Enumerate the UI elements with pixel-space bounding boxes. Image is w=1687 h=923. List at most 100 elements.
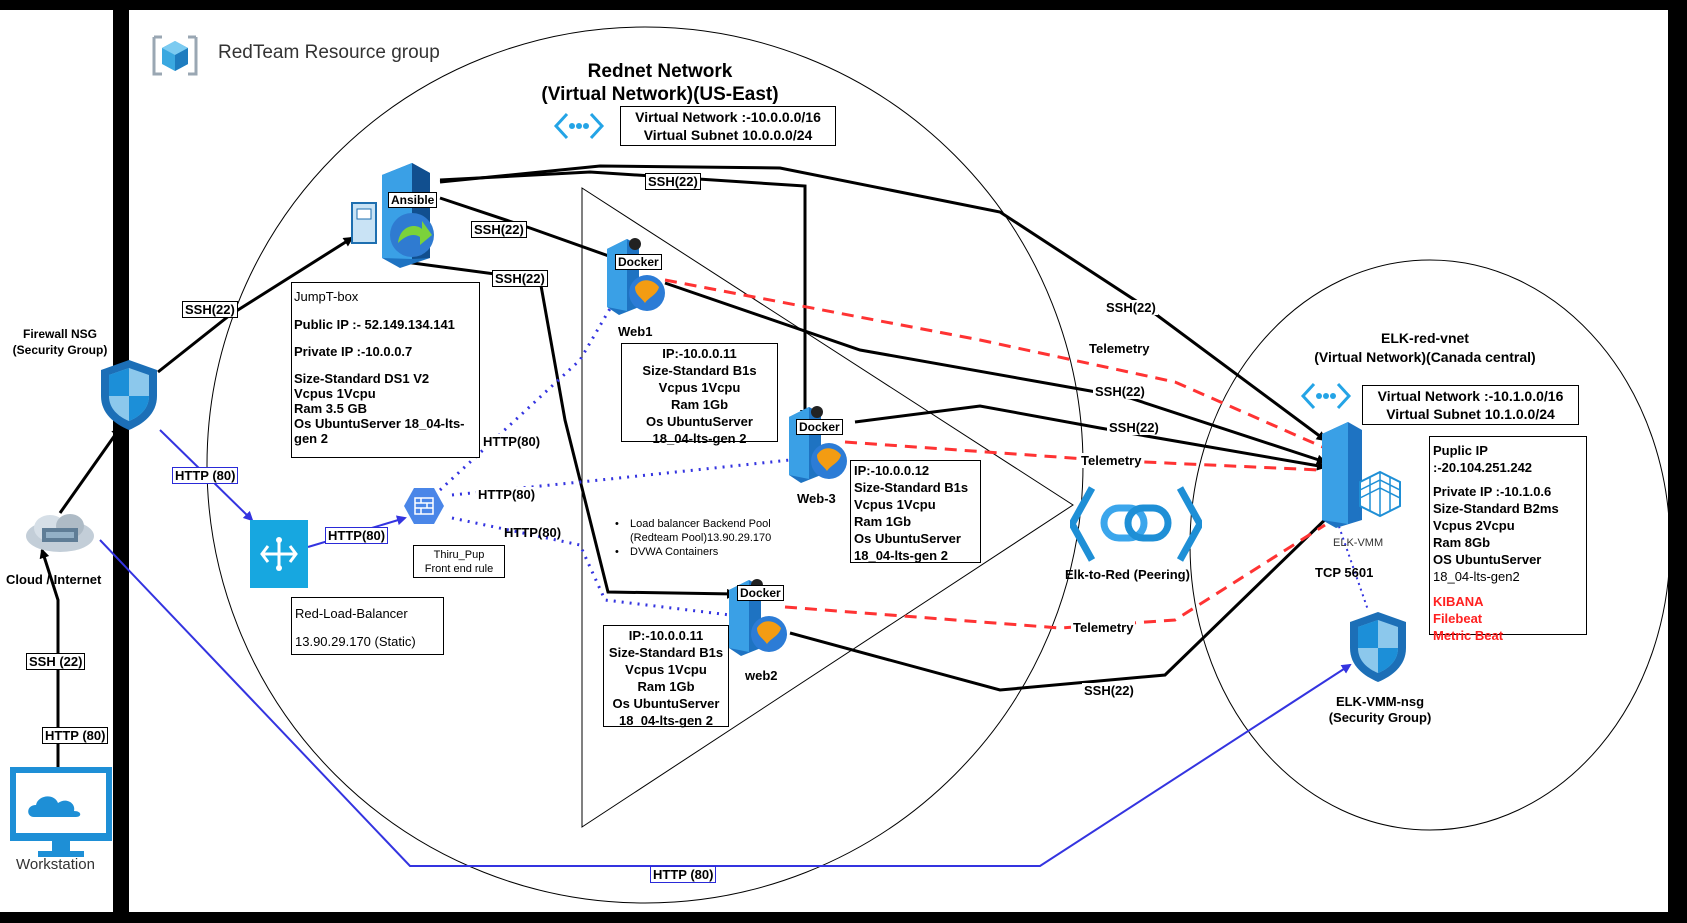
label-telemetry-web2: Telemetry <box>1071 620 1136 635</box>
frame-bottom <box>0 912 1687 923</box>
web3-os-line2: 18_04-lts-gen 2 <box>854 548 948 563</box>
link-web3-elk <box>854 404 1327 471</box>
web3-name: Web-3 <box>797 491 836 506</box>
web2-docker-tag: Docker <box>737 585 784 601</box>
jumpbox-os-line1: Os UbuntuServer 18_04-lts- <box>294 416 465 431</box>
frame-left <box>113 0 129 923</box>
label-ssh-web3-elk: SSH(22) <box>1107 420 1161 435</box>
telemetry-web3 <box>844 440 1321 472</box>
elk-nsg-dotted <box>1334 514 1369 611</box>
label-ssh-ansible-web2: SSH(22) <box>492 270 548 287</box>
label-http-lb-web3: HTTP(80) <box>476 487 538 502</box>
web2-ram: Ram 1Gb <box>637 679 695 694</box>
link-web1-elk <box>664 281 1327 465</box>
web1-vcpus: Vcpus 1Vcpu <box>658 380 741 395</box>
front-end-rule-label: Thiru_Pup Front end rule <box>413 545 505 578</box>
backend-pool-triangle <box>581 187 1074 828</box>
jumpbox-public-ip: Public IP :- 52.149.134.141 <box>294 317 455 332</box>
link-web2-elk <box>789 508 1337 692</box>
web1-ram: Ram 1Gb <box>670 397 729 412</box>
label-ssh-ansible-web3: SSH(22) <box>645 173 701 190</box>
bullet-icon: • <box>615 546 619 558</box>
vnet-icon-elk <box>1300 380 1352 412</box>
load-balancer-ip: 13.90.29.170 (Static) <box>295 634 416 649</box>
label-http-workstation: HTTP (80) <box>42 727 109 744</box>
web3-details: IP:-10.0.0.12 Size-Standard B1s Vcpus 1V… <box>850 460 981 563</box>
frame-top <box>0 0 1687 10</box>
link-cloud-firewall <box>58 426 122 514</box>
pool-notes: • Load balancer Backend Pool (Redteam Po… <box>615 517 771 559</box>
elk-size: Size-Standard B2ms <box>1433 501 1559 516</box>
label-ssh-cloud: SSH (22) <box>26 653 86 670</box>
label-http-lb-web2: HTTP(80) <box>504 525 562 540</box>
firewall-label-line2: (Security Group) <box>12 343 108 357</box>
web1-os-line1: Os UbuntuServer <box>646 414 753 429</box>
web2-os-line1: Os UbuntuServer <box>612 696 720 711</box>
web3-ip: IP:-10.0.0.12 <box>854 463 930 478</box>
link-ansible-elk <box>439 164 1327 442</box>
web3-server-icon <box>787 405 849 483</box>
jumpbox-private-ip: Private IP :-10.0.0.7 <box>294 344 413 359</box>
jumpbox-vcpus: Vcpus 1Vcpu <box>294 386 376 401</box>
peering-label: Elk-to-Red (Peering) <box>1065 567 1190 582</box>
elk-nsg-label: ELK-VMM-nsg (Security Group) <box>1310 694 1450 726</box>
elk-vm-name: ELK-VMM <box>1333 537 1384 549</box>
jumpbox-title: JumpT-box <box>294 289 359 304</box>
elk-app-metricbeat: Metric Beat <box>1433 628 1504 643</box>
label-http-cloud-elk: HTTP (80) <box>650 866 717 883</box>
pool-note-item1-line1: Load balancer Backend Pool <box>630 518 771 530</box>
resource-group-icon <box>150 33 200 78</box>
elk-subnet: Virtual Subnet 10.1.0.0/24 <box>1386 406 1555 422</box>
elk-vnet: Virtual Network :-10.1.0.0/16 <box>1377 388 1564 404</box>
web3-docker-tag: Docker <box>796 419 843 435</box>
label-ssh-web1-elk: SSH(22) <box>1093 384 1147 399</box>
firewall-rule-icon <box>403 487 445 525</box>
elk-os-line1: OS UbuntuServer <box>1433 552 1542 567</box>
rednet-address-box: Virtual Network :-10.0.0.0/16 Virtual Su… <box>620 106 836 146</box>
elk-app-kibana: KIBANA <box>1433 594 1484 609</box>
elk-vcpus: Vcpus 2Vcpu <box>1433 518 1515 533</box>
web3-ram: Ram 1Gb <box>854 514 912 529</box>
web3-vcpus: Vcpus 1Vcpu <box>854 497 936 512</box>
elk-private-ip: Private IP :-10.1.0.6 <box>1433 484 1552 499</box>
web1-docker-tag: Docker <box>615 254 662 270</box>
elk-vm-icon <box>1320 420 1402 528</box>
web3-os-line1: Os UbuntuServer <box>854 531 961 546</box>
elk-public-ip: Puplic IP :-20.104.251.242 <box>1433 443 1533 475</box>
web1-size: Size-Standard B1s <box>642 363 757 378</box>
web1-os-line2: 18_04-lts-gen 2 <box>652 431 747 446</box>
web2-os-line2: 18_04-lts-gen 2 <box>619 713 713 728</box>
elk-nsg-line1: ELK-VMM-nsg <box>1335 694 1425 709</box>
jumpbox-details: JumpT-box Public IP :- 52.149.134.141 Pr… <box>291 282 480 458</box>
jumpbox-ram: Ram 3.5 GB <box>294 401 367 416</box>
web2-vcpus: Vcpus 1Vcpu <box>625 662 707 677</box>
jumpbox-os-line2: gen 2 <box>294 431 328 446</box>
label-telemetry-web1: Telemetry <box>1087 341 1152 356</box>
label-ssh-ansible-web1: SSH(22) <box>471 221 527 238</box>
workstation-icon <box>10 767 112 862</box>
elk-nsg-line2: (Security Group) <box>1328 710 1432 725</box>
rednet-title: Rednet Network (Virtual Network)(US-East… <box>510 60 810 106</box>
front-end-rule-line2: Front end rule <box>424 563 494 575</box>
link-workstation-cloud <box>39 548 60 768</box>
elk-vnet-title-line2: (Virtual Network)(Canada central) <box>1314 349 1536 365</box>
link-ansible-web1 <box>439 196 622 263</box>
jumpbox-icon <box>350 163 445 268</box>
rednet-subnet: Virtual Subnet 10.0.0.0/24 <box>643 127 813 143</box>
pool-note-item2-text: DVWA Containers <box>630 546 719 558</box>
web1-ip: IP:-10.0.0.11 <box>662 346 737 361</box>
pool-note-item2: • DVWA Containers <box>615 545 771 559</box>
load-balancer-details: Red-Load-Balancer 13.90.29.170 (Static) <box>291 597 444 655</box>
cloud-label: Cloud / Internet <box>6 572 102 587</box>
shield-icon <box>98 358 160 432</box>
telemetry-web1 <box>664 278 1326 450</box>
bullet-icon: • <box>615 518 619 530</box>
ansible-tag: Ansible <box>388 192 438 208</box>
firewall-label-line1: Firewall NSG <box>22 327 98 341</box>
http-cloud-elk-nsg <box>99 539 1352 867</box>
workstation-label: Workstation <box>16 856 95 873</box>
elk-vm-details: Puplic IP :-20.104.251.242 Private IP :-… <box>1429 436 1587 643</box>
web2-name: web2 <box>745 668 778 683</box>
lb-dotted-web2 <box>451 516 731 617</box>
